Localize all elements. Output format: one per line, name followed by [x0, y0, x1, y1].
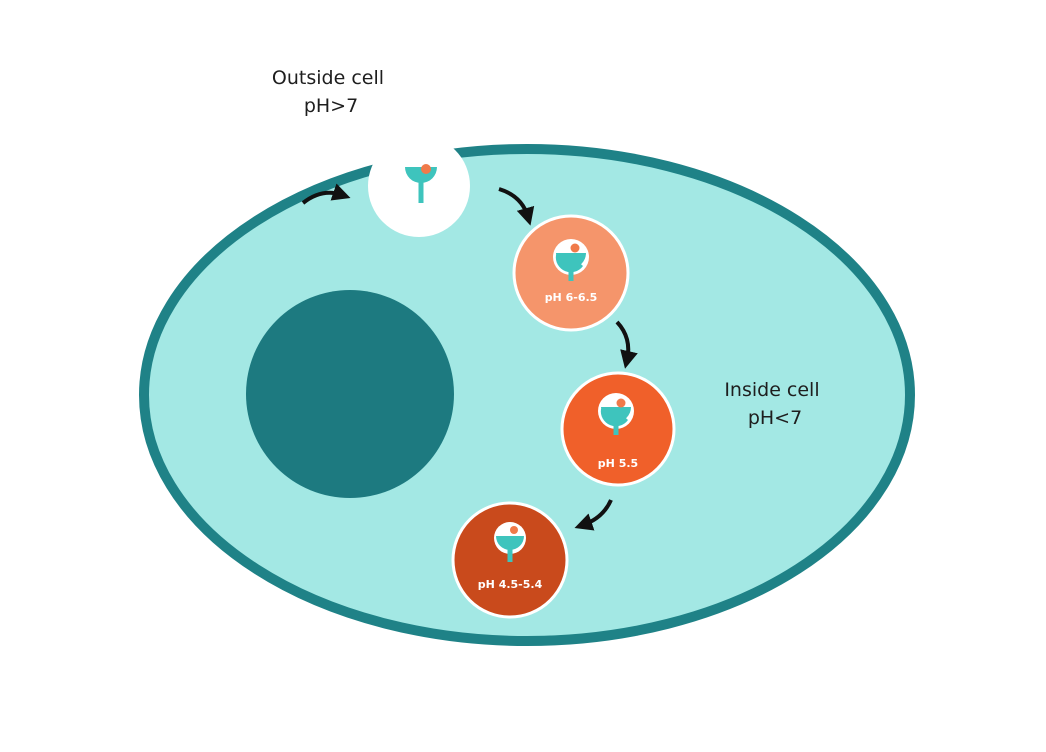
receptor-icon [553, 239, 589, 281]
ph-label: pH 4.5-5.4 [478, 578, 543, 591]
arrow-to-early-endosome [498, 187, 535, 226]
outside-label-line2: pH>7 [304, 95, 358, 117]
outside-label: Outside cell pH>7 [272, 67, 390, 117]
arrow-to-lysosome [574, 499, 613, 531]
receptor-icon [405, 164, 437, 203]
inside-label: Inside cell pH<7 [724, 379, 825, 429]
ph-label: pH 5.5 [598, 457, 638, 470]
arrow-to-late-endosome [615, 320, 638, 369]
vesicle-lysosome: pH 4.5-5.4 [451, 501, 569, 619]
ph-label: pH 6-6.5 [545, 291, 598, 304]
arrow-entry [301, 183, 351, 205]
receptor-icon [494, 522, 526, 562]
cell-membrane [139, 144, 915, 646]
inside-label-line2: pH<7 [748, 407, 802, 429]
vesicle-early-endosome: pH 6-6.5 [512, 214, 630, 332]
inside-label-line1: Inside cell [724, 379, 819, 401]
outside-label-line1: Outside cell [272, 67, 384, 89]
vesicle-membrane [368, 135, 470, 237]
vesicle-late-endosome: pH 5.5 [560, 371, 676, 487]
nucleus [246, 290, 454, 498]
receptor-icon [598, 393, 634, 435]
